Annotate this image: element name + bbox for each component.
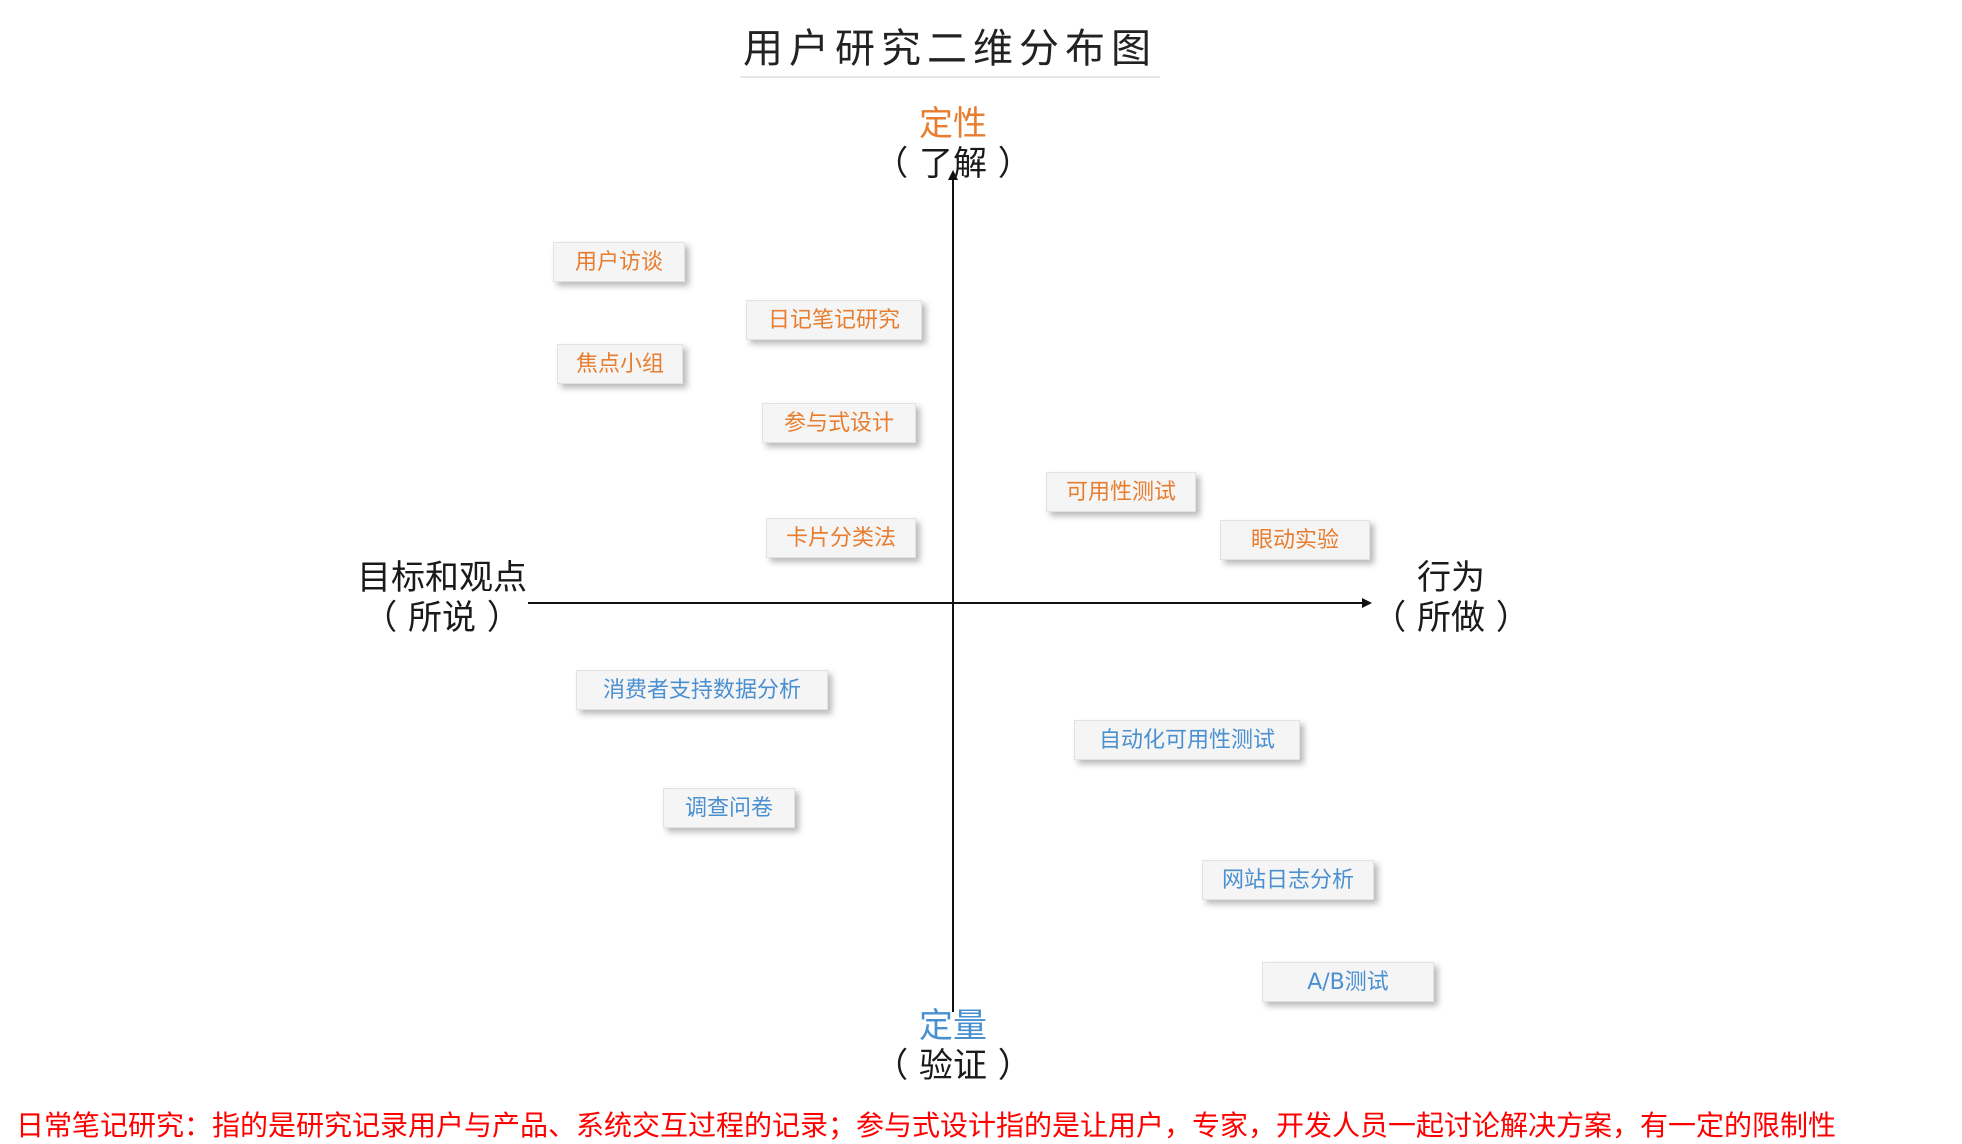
- method-tag: 消费者支持数据分析: [576, 670, 828, 710]
- method-tag: 网站日志分析: [1202, 860, 1374, 900]
- axis-right-sub: （ 所做 ）: [1372, 598, 1530, 638]
- axis-label-right: 行为 （ 所做 ）: [1366, 558, 1536, 638]
- page-title: 用户研究二维分布图: [743, 26, 1157, 72]
- method-tag: 用户访谈: [553, 242, 685, 282]
- method-tag: 焦点小组: [557, 344, 683, 384]
- axis-bottom-sub: （ 验证 ）: [874, 1046, 1032, 1086]
- axis-label-left: 目标和观点 （ 所说 ）: [342, 558, 542, 638]
- method-tag: 调查问卷: [663, 788, 795, 828]
- method-tag: 自动化可用性测试: [1074, 720, 1300, 760]
- title-divider: [740, 76, 1160, 78]
- axis-label-bottom: 定量 （ 验证 ）: [853, 1006, 1053, 1086]
- method-tag: A/B测试: [1262, 962, 1434, 1002]
- axis-label-top: 定性 （ 了解 ）: [853, 104, 1053, 184]
- method-tag: 卡片分类法: [766, 518, 916, 558]
- axis-left-sub: （ 所说 ）: [363, 598, 521, 638]
- method-tag: 眼动实验: [1220, 520, 1370, 560]
- axis-top-sub: （ 了解 ）: [874, 144, 1032, 184]
- axis-bottom-main: 定量: [919, 1006, 987, 1046]
- axis-top-main: 定性: [919, 104, 987, 144]
- footnote: 日常笔记研究：指的是研究记录用户与产品、系统交互过程的记录；参与式设计指的是让用…: [16, 1109, 1837, 1142]
- axis-left-main: 目标和观点: [357, 558, 527, 598]
- method-tag: 可用性测试: [1046, 472, 1196, 512]
- method-tag: 参与式设计: [762, 403, 916, 443]
- axis-right-main: 行为: [1417, 558, 1485, 598]
- method-tag: 日记笔记研究: [746, 300, 922, 340]
